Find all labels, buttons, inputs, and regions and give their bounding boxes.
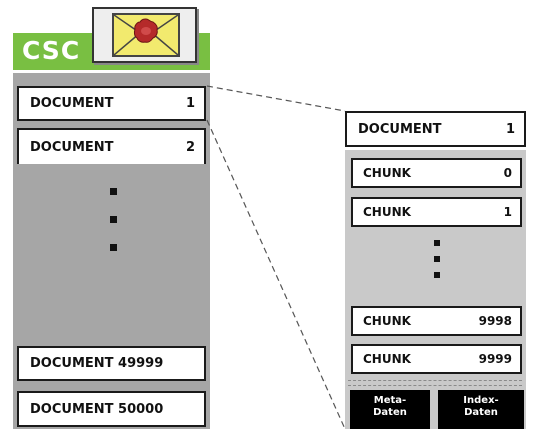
index-label-line2: Daten [464, 407, 498, 418]
document-item-number: 2 [185, 139, 195, 155]
index-data-block: Index- Daten [438, 390, 524, 429]
chunk-item: CHUNK 9998 [351, 306, 522, 336]
dashed-separator [348, 380, 522, 381]
ellipsis-dot [434, 256, 440, 262]
document-detail-panel [345, 150, 526, 429]
chunk-label: CHUNK [363, 352, 411, 366]
chunk-label: CHUNK [363, 314, 411, 328]
metadata-label-line2: Daten [373, 407, 407, 418]
document-item-number: 1 [185, 96, 195, 111]
document-item-label: DOCUMENT 49999 [30, 356, 164, 371]
chunk-label: CHUNK [363, 166, 411, 180]
document-item-label: DOCUMENT 50000 [30, 401, 164, 417]
chunk-number: 1 [503, 205, 512, 219]
chunk-item: CHUNK 0 [351, 158, 522, 188]
ellipsis-dot [110, 244, 117, 251]
wax-seal-icon [133, 18, 158, 43]
chunk-number: 0 [503, 166, 512, 180]
document-item-50000: DOCUMENT 50000 [17, 391, 206, 427]
index-label-line1: Index- [463, 395, 499, 406]
ellipsis-dot [110, 216, 117, 223]
document-item-1: DOCUMENT 1 [17, 86, 206, 121]
detail-document-label: DOCUMENT [358, 121, 442, 137]
document-item-49999: DOCUMENT 49999 [17, 346, 206, 381]
ellipsis-dot [434, 240, 440, 246]
metadata-label-line1: Meta- [373, 395, 407, 406]
chunk-item: CHUNK 1 [351, 197, 522, 227]
ellipsis-dot [434, 272, 440, 278]
chunk-number: 9999 [478, 352, 512, 366]
dashed-separator [348, 385, 522, 386]
document-item-label: DOCUMENT [30, 139, 114, 155]
ellipsis-dot [110, 188, 117, 195]
chunk-number: 9998 [478, 314, 512, 328]
document-item-label: DOCUMENT [30, 96, 114, 111]
chunk-label: CHUNK [363, 205, 411, 219]
chunk-item: CHUNK 9999 [351, 344, 522, 374]
csc-label: CSC [22, 36, 81, 65]
detail-document-number: 1 [505, 121, 515, 137]
document-item-2: DOCUMENT 2 [17, 128, 206, 164]
metadata-block: Meta- Daten [350, 390, 430, 429]
detail-document-header: DOCUMENT 1 [345, 111, 526, 147]
